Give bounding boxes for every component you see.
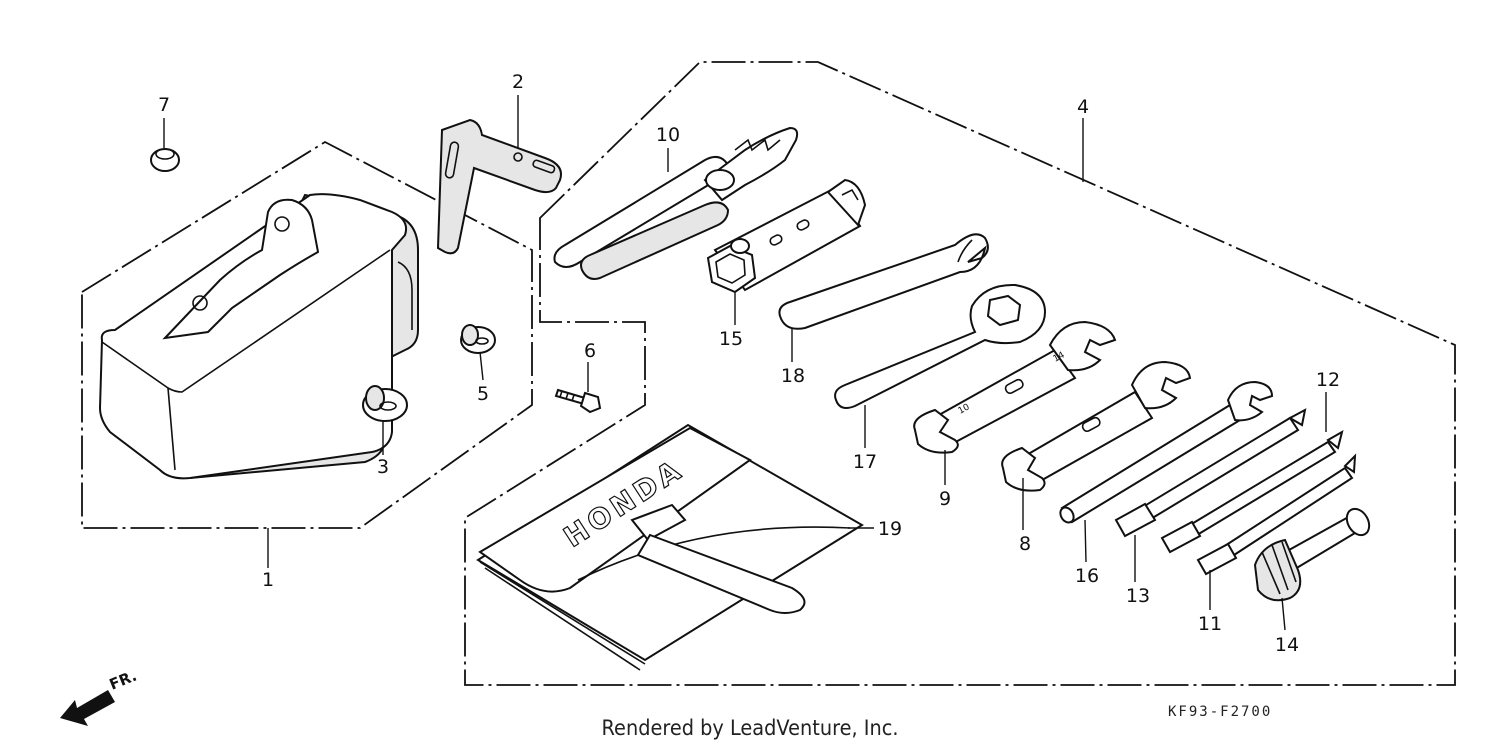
screwdriver-handle-part	[1253, 507, 1371, 602]
svg-text:10: 10	[957, 402, 972, 416]
front-arrow-icon	[60, 690, 115, 726]
footer-credit: Rendered by LeadVenture, Inc.	[601, 716, 899, 740]
group-outline-tool-set	[464, 61, 1456, 686]
nut-part	[150, 148, 180, 172]
svg-text:14: 14	[1052, 350, 1067, 364]
pin-spanner-part	[778, 233, 989, 330]
callout-16: 16	[1075, 565, 1099, 587]
callout-4: 4	[1077, 96, 1089, 118]
callout-18: 18	[781, 365, 805, 387]
box-spanner-part	[706, 178, 867, 294]
callout-14: 14	[1275, 634, 1299, 656]
grommet-part-5	[460, 324, 496, 354]
callout-6: 6	[584, 340, 596, 362]
screwdriver-bit-part-13	[1114, 408, 1307, 538]
callout-5: 5	[477, 383, 489, 405]
tool-case-part	[98, 193, 419, 480]
pliers-part	[553, 126, 799, 280]
callout-7: 7	[158, 94, 170, 116]
tool-pouch-part: HONDA	[476, 423, 864, 671]
diagram-code: KF93-F2700	[1168, 704, 1273, 720]
callout-labels: 1 2 3 4 5 6 7 8 9 10 11 12 13 14 15 16 1…	[158, 71, 1340, 656]
leader-lines	[163, 95, 1327, 631]
callout-17: 17	[853, 451, 877, 473]
callout-10: 10	[656, 124, 680, 146]
callout-19: 19	[878, 518, 902, 540]
group-outline-tool-case	[81, 140, 533, 529]
callout-1: 1	[262, 569, 274, 591]
callout-8: 8	[1019, 533, 1031, 555]
callout-2: 2	[512, 71, 524, 93]
callout-11: 11	[1198, 613, 1222, 635]
hex-wrench-part	[834, 283, 1047, 409]
bracket-part	[436, 118, 562, 255]
callout-15: 15	[719, 328, 743, 350]
wrench-part-8	[1001, 360, 1192, 492]
wrench-part-9: 10 14	[913, 320, 1117, 454]
front-direction-label: FR.	[107, 667, 140, 694]
callout-12: 12	[1316, 369, 1340, 391]
bolt-part	[554, 388, 602, 414]
callout-9: 9	[939, 488, 951, 510]
callout-3: 3	[377, 456, 389, 478]
screwdriver-bit-part-12	[1160, 429, 1344, 554]
callout-13: 13	[1126, 585, 1150, 607]
grommet-part-3	[362, 385, 408, 422]
shaft-wrench-part	[1059, 380, 1274, 524]
screwdriver-bit-part-11	[1196, 453, 1357, 576]
